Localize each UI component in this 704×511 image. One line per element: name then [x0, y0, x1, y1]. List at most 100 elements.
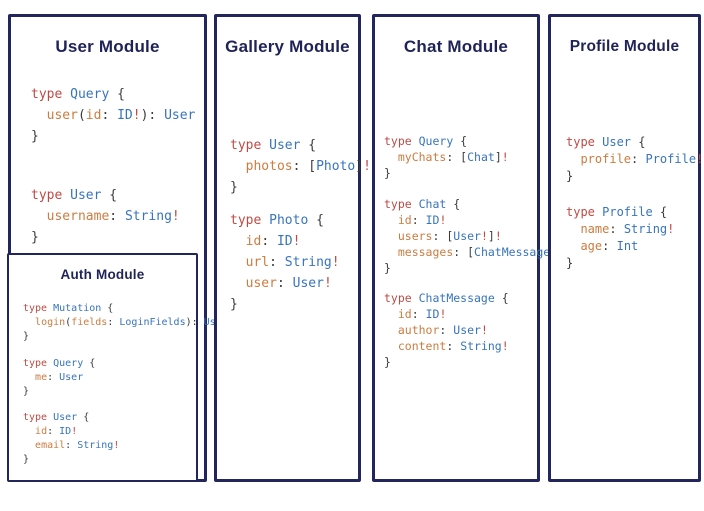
code-token: Profile [602, 205, 653, 219]
code-token: : [ [453, 245, 475, 259]
code-token: ! [696, 152, 704, 166]
code-token: } [230, 180, 238, 195]
chat-module-code: type Query { myChats: [Chat]!}type Chat … [375, 133, 564, 370]
code-token: ID [425, 307, 440, 321]
code-token: User [453, 323, 481, 337]
code-token: Profile [645, 152, 697, 166]
code-token [23, 426, 35, 437]
code-token: { [446, 197, 461, 211]
code-token: Mutation [53, 303, 102, 314]
auth-module-code: type Mutation { login(fields: LoginField… [9, 302, 228, 467]
code-token: ! [501, 150, 509, 164]
code-line: author: User! [384, 322, 537, 338]
code-token: { [652, 205, 668, 219]
code-token: : [107, 317, 120, 328]
code-token: Query [70, 87, 110, 102]
code-line: messages: [ChatMessage]! [384, 244, 564, 260]
code-line: } [230, 177, 358, 198]
code-token: type [230, 213, 270, 228]
code-token: : [ [432, 229, 454, 243]
code-token: email [35, 440, 66, 451]
code-token: ! [71, 426, 78, 437]
code-token: ): [185, 317, 204, 328]
panel-profile-module: Profile Module type User { profile: Prof… [548, 14, 703, 482]
code-token [230, 276, 246, 291]
code-token [384, 150, 398, 164]
code-token: User [269, 138, 301, 153]
code-block: type Chat { id: ID! users: [User!]! mess… [384, 196, 564, 276]
code-token: ! [113, 440, 120, 451]
code-token: } [23, 331, 30, 342]
code-token: id [85, 108, 102, 123]
code-token: User [53, 412, 78, 423]
code-token: age [580, 239, 603, 253]
code-token: type [384, 197, 419, 211]
code-token: } [566, 169, 574, 183]
panel-chat-module: Chat Module type Query { myChats: [Chat]… [372, 14, 564, 482]
code-token: User [59, 372, 84, 383]
code-token: Query [418, 134, 454, 148]
code-token: String [623, 222, 668, 236]
code-token: } [566, 256, 574, 270]
code-token: : [ [292, 159, 317, 174]
code-token: profile [580, 152, 632, 166]
code-token: String [460, 339, 502, 353]
code-token [23, 440, 35, 451]
code-token: { [101, 188, 118, 203]
code-line: type Profile { [566, 204, 698, 221]
code-line: users: [User!]! [384, 228, 537, 244]
code-token: ! [132, 108, 141, 123]
code-token: ! [480, 323, 488, 337]
code-token: author [397, 323, 440, 337]
code-token: User [453, 229, 481, 243]
code-token: me [35, 372, 48, 383]
code-token: Chat [418, 197, 447, 211]
code-block: type ChatMessage { id: ID! author: User!… [384, 290, 537, 370]
code-token: type [23, 303, 54, 314]
code-token: : [269, 255, 285, 270]
code-line: age: Int [566, 238, 698, 255]
code-line: user: User! [230, 273, 358, 294]
code-line: username: String! [31, 206, 204, 227]
code-line: profile: Profile! [566, 151, 703, 168]
code-token: : [109, 209, 125, 224]
code-token: : [446, 339, 461, 353]
code-token: { [300, 138, 317, 153]
code-block: type Query { me: User} [23, 357, 196, 399]
code-token [566, 152, 580, 166]
code-token: messages [397, 245, 454, 259]
code-token [31, 108, 47, 123]
code-token: content [397, 339, 447, 353]
code-token [384, 213, 398, 227]
code-token: Int [616, 239, 639, 253]
code-token: ): [140, 108, 165, 123]
code-line: myChats: [Chat]! [384, 149, 537, 165]
code-line: login(fields: LoginFields): User [23, 316, 228, 330]
code-line: content: String! [384, 338, 537, 354]
code-token: ChatMessage [474, 245, 551, 259]
code-token [23, 372, 35, 383]
code-line: } [23, 330, 196, 344]
code-token: type [384, 291, 419, 305]
code-block: type User { profile: Profile!} [566, 134, 703, 185]
code-token: : [276, 276, 293, 291]
code-token: LoginFields [119, 317, 186, 328]
code-line: type Chat { [384, 196, 537, 212]
code-block: type Query { user(id: ID!): User} [31, 84, 204, 147]
gallery-module-code: type User { photos: [Photo]!} type Photo … [217, 135, 371, 315]
code-token: type [23, 412, 54, 423]
code-token [230, 234, 246, 249]
code-token: Photo [316, 159, 356, 174]
code-line: photos: [Photo]! [230, 156, 371, 177]
code-token: String [77, 440, 114, 451]
code-token: String [284, 255, 332, 270]
code-token: type [566, 205, 603, 219]
code-line: } [384, 260, 537, 276]
code-token: : [609, 222, 624, 236]
code-block: type Photo { id: ID! url: String! user: … [230, 210, 358, 315]
user-module-code: type Query { user(id: ID!): User}type Us… [11, 84, 204, 248]
code-token: ] [355, 159, 364, 174]
code-token [384, 339, 398, 353]
code-token: ! [171, 209, 180, 224]
